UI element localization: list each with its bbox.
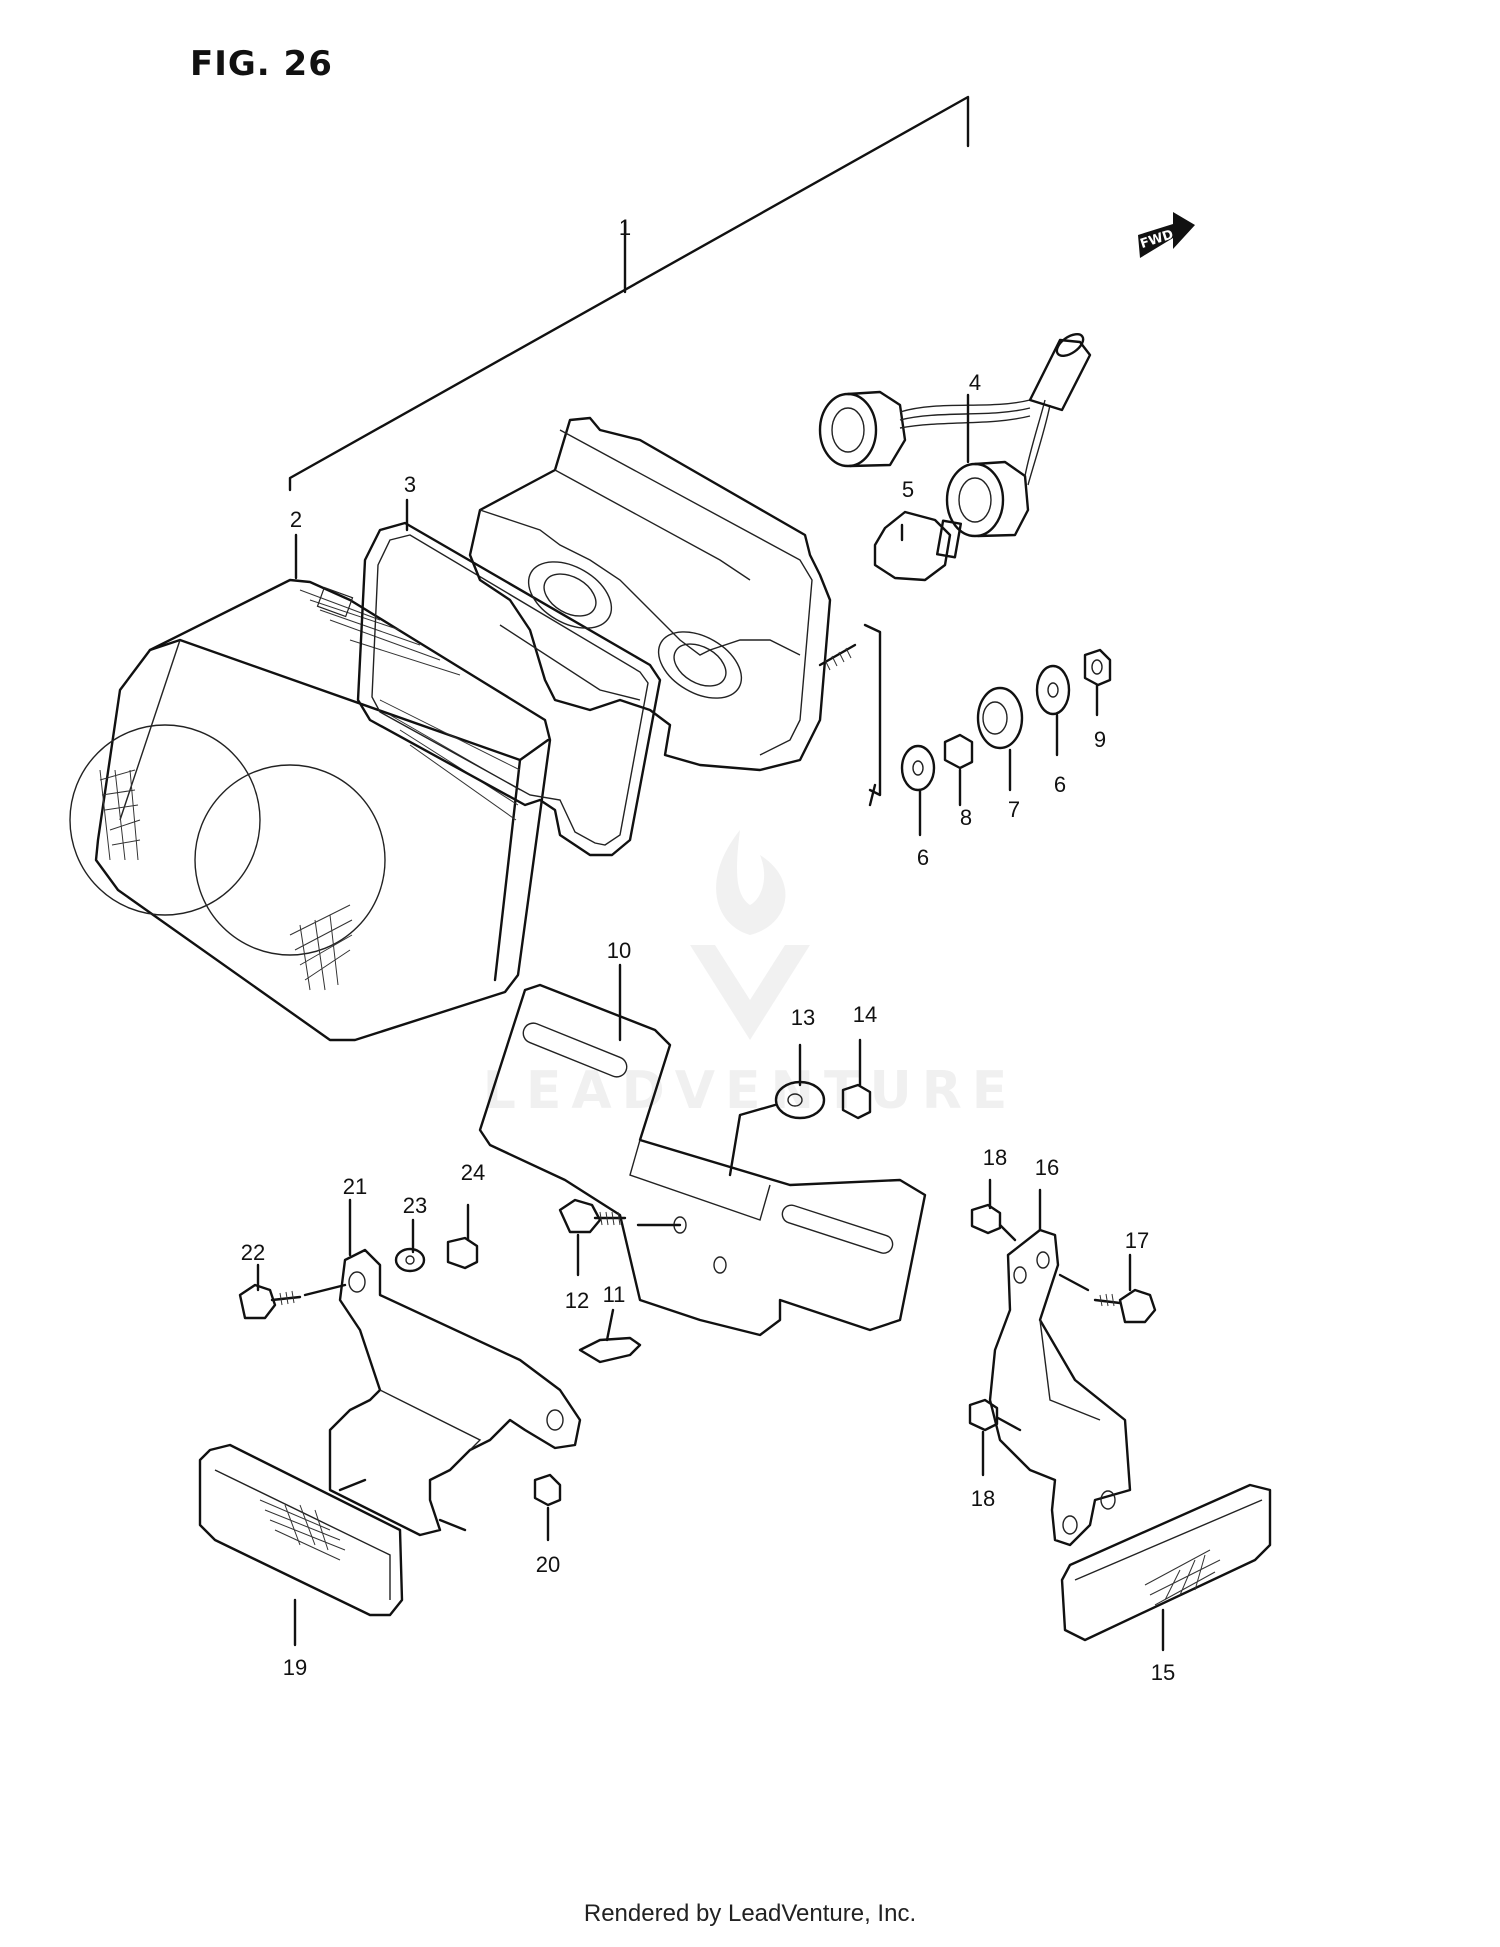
nut-24 (446, 1236, 479, 1270)
figure-title: FIG. 26 (190, 44, 333, 84)
grommet-7 (976, 686, 1024, 750)
right-reflector-bracket (968, 1203, 1157, 1547)
callout-9: 9 (1094, 727, 1106, 752)
callout-17: 17 (1125, 1228, 1149, 1253)
callout-7: 7 (1008, 797, 1020, 822)
cap-11 (578, 1336, 642, 1364)
callout-2: 2 (290, 507, 302, 532)
nut-18a (970, 1203, 1002, 1235)
leadventure-watermark-logo: LEADVENTURE (483, 830, 1018, 1121)
callout-12: 12 (565, 1288, 589, 1313)
nut-20 (533, 1473, 562, 1507)
left-reflector (198, 1443, 404, 1617)
callout-1: 1 (619, 215, 631, 240)
right-reflector (1060, 1483, 1272, 1642)
fwd-arrow-icon: FWD (1138, 212, 1195, 258)
callout-10: 10 (607, 938, 631, 963)
nut-18b (968, 1398, 999, 1432)
callout-3: 3 (404, 472, 416, 497)
callout-11: 11 (603, 1282, 626, 1307)
callout-6b: 6 (1054, 772, 1066, 797)
washer-23 (394, 1247, 426, 1273)
tail-lamp-lens (69, 578, 552, 1042)
render-credit: Rendered by LeadVenture, Inc. (583, 1900, 917, 1927)
license-bracket (478, 983, 927, 1337)
washer-6a (900, 744, 936, 792)
callout-24: 24 (461, 1160, 485, 1185)
bulb-socket-harness (818, 332, 1092, 538)
nut-14 (841, 1083, 872, 1120)
callout-19: 19 (283, 1655, 307, 1680)
left-reflector-bracket (238, 1236, 582, 1537)
spacer-8 (943, 733, 974, 770)
tail-lamp-housing (468, 416, 857, 772)
callout-14: 14 (853, 1002, 877, 1027)
leader-lines (256, 393, 1165, 1652)
tail-lamp-bulb (873, 510, 963, 582)
callout-8: 8 (960, 805, 972, 830)
fwd-badge-text: FWD (1138, 227, 1175, 252)
callout-6a: 6 (917, 845, 929, 870)
callout-22: 22 (241, 1240, 265, 1265)
callout-labels: 1 2 3 4 5 6 6 7 8 9 10 11 12 13 14 15 16… (241, 215, 1175, 1685)
callout-15: 15 (1151, 1660, 1175, 1685)
lens-gasket (356, 521, 662, 857)
watermark-text: LEADVENTURE (483, 1061, 1018, 1121)
screw-17 (1118, 1288, 1157, 1324)
callout-23: 23 (403, 1193, 427, 1218)
license-hardware (558, 1080, 872, 1364)
bolt-12 (558, 1198, 602, 1234)
callout-18b: 18 (971, 1486, 995, 1511)
callout-16: 16 (1035, 1155, 1059, 1180)
callout-5: 5 (902, 477, 914, 502)
callout-4: 4 (969, 370, 981, 395)
callout-20: 20 (536, 1552, 560, 1577)
callout-21: 21 (343, 1174, 367, 1199)
assembly-bracket-1 (288, 95, 970, 492)
callout-18a: 18 (983, 1145, 1007, 1170)
screw-22 (238, 1283, 277, 1320)
callout-13: 13 (791, 1005, 815, 1030)
washer-6b (1035, 664, 1071, 716)
nut-9 (1083, 648, 1112, 687)
mounting-hardware-group (863, 623, 1112, 807)
